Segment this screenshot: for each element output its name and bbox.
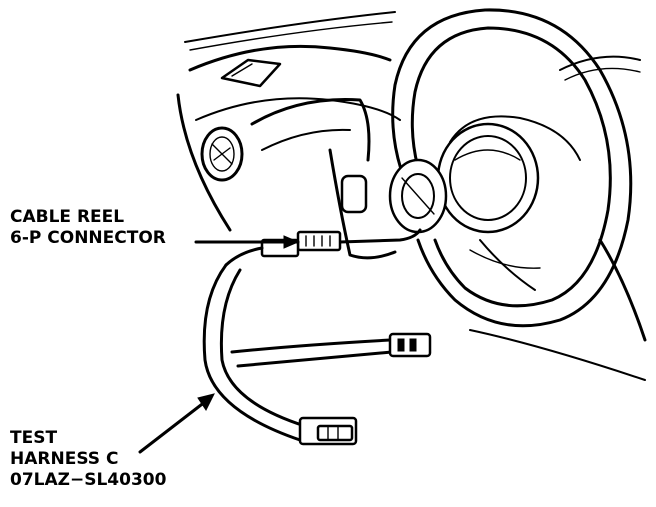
cable-reel-connector-label: CABLE REEL 6-P CONNECTOR [10, 207, 166, 249]
lower-dash-line [469, 329, 646, 381]
steering-spoke-upper [449, 115, 581, 161]
meter-hood [250, 98, 371, 162]
cable-reel-6p-connector [296, 230, 342, 252]
label-line: HARNESS C [10, 449, 119, 469]
label-line: 6-P CONNECTOR [10, 228, 166, 248]
dashboard-top-edge [188, 44, 392, 72]
right-corner-vent [559, 55, 641, 71]
windshield-edge [184, 11, 396, 43]
harness-branch-upper [230, 338, 392, 354]
label-line: TEST [10, 428, 58, 448]
steering-hub [436, 122, 540, 234]
test-harness-cable-inner [219, 268, 307, 428]
test-harness-arrow [197, 393, 215, 411]
windshield-edge-inner [189, 21, 393, 51]
label-line: 07LAZ−SL40300 [10, 470, 167, 490]
defroster-vent [220, 58, 282, 88]
label-line: CABLE REEL [10, 207, 125, 227]
test-harness-label: TEST HARNESS C 07LAZ−SL40300 [10, 428, 166, 491]
steering-spoke-lower [479, 239, 536, 291]
dashboard-left-side [176, 93, 232, 232]
left-air-vent [200, 126, 244, 182]
column-cover [328, 148, 397, 260]
connector-lead [338, 228, 422, 244]
test-harness-cable-outer [202, 263, 302, 442]
steering-wheel-rim [391, 8, 633, 328]
steering-wheel-rim-inner [410, 26, 612, 308]
dashboard-right-side [598, 238, 647, 342]
dashboard-front-edge [195, 97, 401, 121]
cable-reel-arrow [283, 235, 300, 249]
column-switch-panel [340, 174, 368, 214]
test-harness-leader [138, 396, 212, 454]
